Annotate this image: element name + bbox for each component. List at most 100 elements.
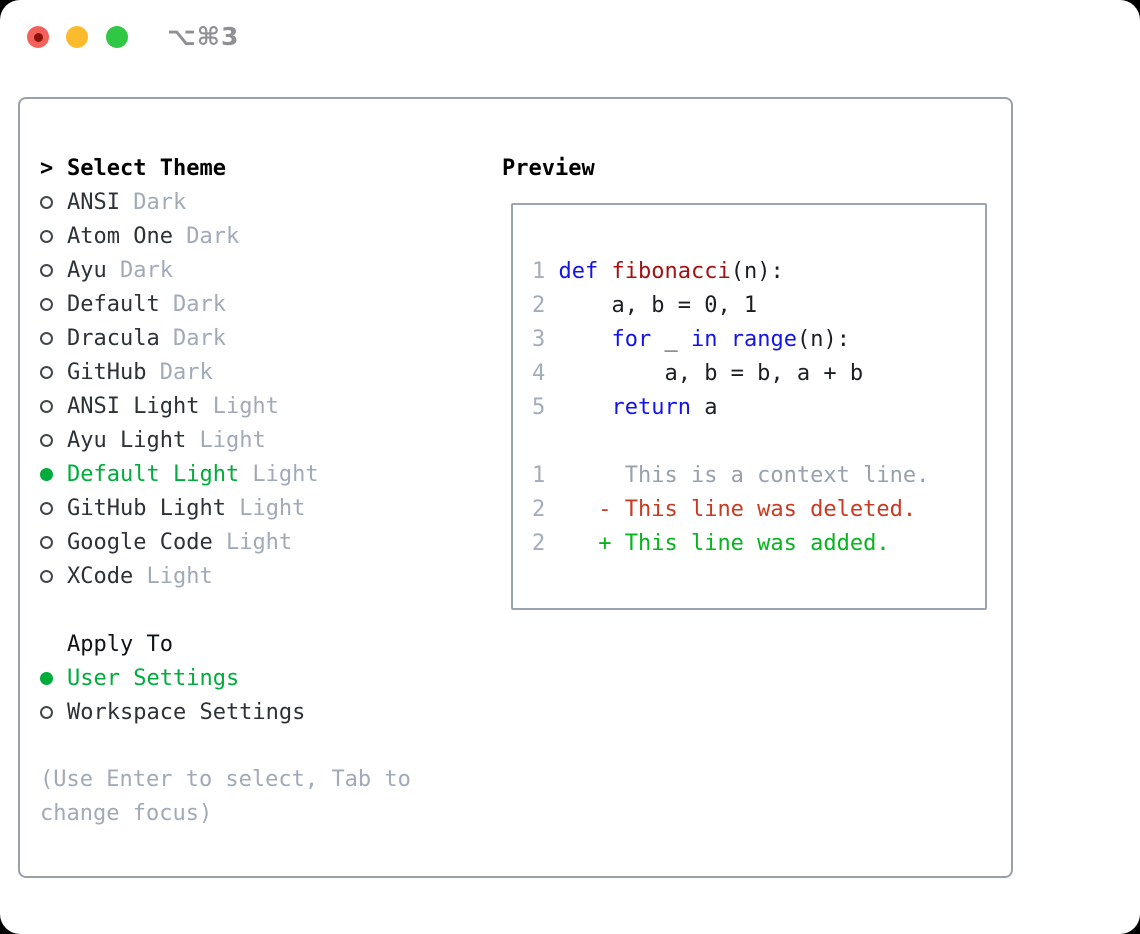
close-button[interactable]: [27, 26, 49, 48]
code-line: 5 return a: [532, 391, 985, 425]
option-label: Google Code: [67, 529, 213, 555]
code-token: [717, 327, 730, 352]
option-label: Ayu Light: [67, 427, 187, 453]
code-line: 2 a, b = 0, 1: [532, 289, 985, 323]
line-number: 5: [532, 395, 559, 420]
spacer: [40, 593, 480, 627]
option-label: Default Light: [67, 461, 240, 487]
option-label: Default: [67, 291, 160, 317]
option-label: GitHub: [67, 359, 147, 385]
option-variant-label: Dark: [159, 291, 226, 317]
code-token: (n):: [730, 259, 784, 284]
theme-option-atom-one[interactable]: Atom One Dark: [40, 219, 480, 253]
line-number: 4: [532, 361, 559, 386]
theme-option-google-code[interactable]: Google Code Light: [40, 525, 480, 559]
theme-option-github[interactable]: GitHub Dark: [40, 355, 480, 389]
apply-option-user-settings[interactable]: User Settings: [40, 661, 480, 695]
code-token: [598, 259, 611, 284]
option-variant-label: Light: [225, 495, 306, 521]
code-line: [532, 425, 985, 459]
select-theme-title: Select Theme: [67, 155, 226, 181]
option-label: ANSI: [67, 189, 120, 215]
code-token: for: [611, 327, 652, 352]
option-label: ANSI Light: [67, 393, 200, 419]
radio-unselected-icon: [40, 264, 53, 277]
code-token: in: [690, 327, 718, 352]
option-variant-label: Dark: [119, 189, 187, 215]
code-token: fibonacci: [611, 259, 731, 284]
radio-unselected-icon: [40, 706, 53, 719]
code-token: a: [690, 395, 718, 420]
line-number: 2: [532, 531, 559, 556]
preview-title: Preview: [502, 155, 595, 181]
option-label: Atom One: [67, 223, 173, 249]
theme-option-xcode[interactable]: XCode Light: [40, 559, 480, 593]
theme-option-default-light[interactable]: Default Light Light: [40, 457, 480, 491]
option-variant-label: Light: [199, 393, 279, 419]
code-token: _: [651, 327, 691, 352]
code-line: 2 + This line was added.: [532, 527, 985, 561]
line-number: 1: [532, 463, 559, 488]
line-number: 2: [532, 293, 559, 318]
line-number: 1: [532, 259, 559, 284]
code-token: a, b = 0, 1: [558, 293, 758, 318]
theme-option-default[interactable]: Default Dark: [40, 287, 480, 321]
option-label: XCode: [67, 563, 134, 589]
code-token: return: [611, 395, 691, 420]
code-token: a, b = b, a + b: [558, 361, 864, 386]
option-variant-label: Light: [186, 427, 266, 453]
apply-to-header: Apply To: [40, 627, 480, 661]
option-variant-label: Light: [239, 461, 319, 487]
radio-unselected-icon: [40, 536, 53, 549]
apply-to-title: Apply To: [67, 631, 173, 657]
radio-unselected-icon: [40, 502, 53, 515]
code-line: 2 - This line was deleted.: [532, 493, 985, 527]
spacer: [40, 729, 480, 763]
code-line: 4 a, b = b, a + b: [532, 357, 985, 391]
line-number: 2: [532, 497, 559, 522]
theme-option-ayu-light[interactable]: Ayu Light Light: [40, 423, 480, 457]
close-dot-icon: [33, 32, 43, 42]
code-token: def: [558, 259, 599, 284]
code-line: 1 This is a context line.: [532, 459, 985, 493]
radio-unselected-icon: [40, 400, 53, 413]
preview-column: Preview 1 def fibonacci(n):2 a, b = 0, 1…: [502, 151, 997, 610]
apply-option-workspace-settings[interactable]: Workspace Settings: [40, 695, 480, 729]
code-token: (n):: [796, 327, 850, 352]
code-token: range: [730, 327, 797, 352]
option-label: GitHub Light: [67, 495, 226, 521]
titlebar: ⌥⌘3: [0, 0, 1140, 75]
code-token: This is a context line.: [558, 463, 930, 488]
option-label: Dracula: [67, 325, 160, 351]
code-token: - This line was deleted.: [558, 497, 917, 522]
option-variant-label: Dark: [106, 257, 173, 283]
radio-unselected-icon: [40, 570, 53, 583]
theme-option-dracula[interactable]: Dracula Dark: [40, 321, 480, 355]
option-variant-label: Dark: [159, 325, 226, 351]
zoom-button[interactable]: [106, 26, 128, 48]
minimize-button[interactable]: [66, 26, 88, 48]
theme-option-ansi[interactable]: ANSI Dark: [40, 185, 480, 219]
theme-option-ansi-light[interactable]: ANSI Light Light: [40, 389, 480, 423]
line-number: 3: [532, 327, 559, 352]
radio-unselected-icon: [40, 298, 53, 311]
option-label: Ayu: [67, 257, 107, 283]
theme-option-ayu[interactable]: Ayu Dark: [40, 253, 480, 287]
code-token: [559, 327, 612, 352]
option-variant-label: Light: [133, 563, 213, 589]
code-token: [559, 395, 612, 420]
radio-unselected-icon: [40, 332, 53, 345]
radio-unselected-icon: [40, 230, 53, 243]
radio-selected-icon: [40, 468, 53, 481]
prompt-caret: >: [40, 155, 54, 181]
window-shortcut-label: ⌥⌘3: [167, 22, 240, 51]
code-line: 1 def fibonacci(n):: [532, 255, 985, 289]
theme-option-github-light[interactable]: GitHub Light Light: [40, 491, 480, 525]
radio-unselected-icon: [40, 196, 53, 209]
option-variant-label: Dark: [172, 223, 240, 249]
